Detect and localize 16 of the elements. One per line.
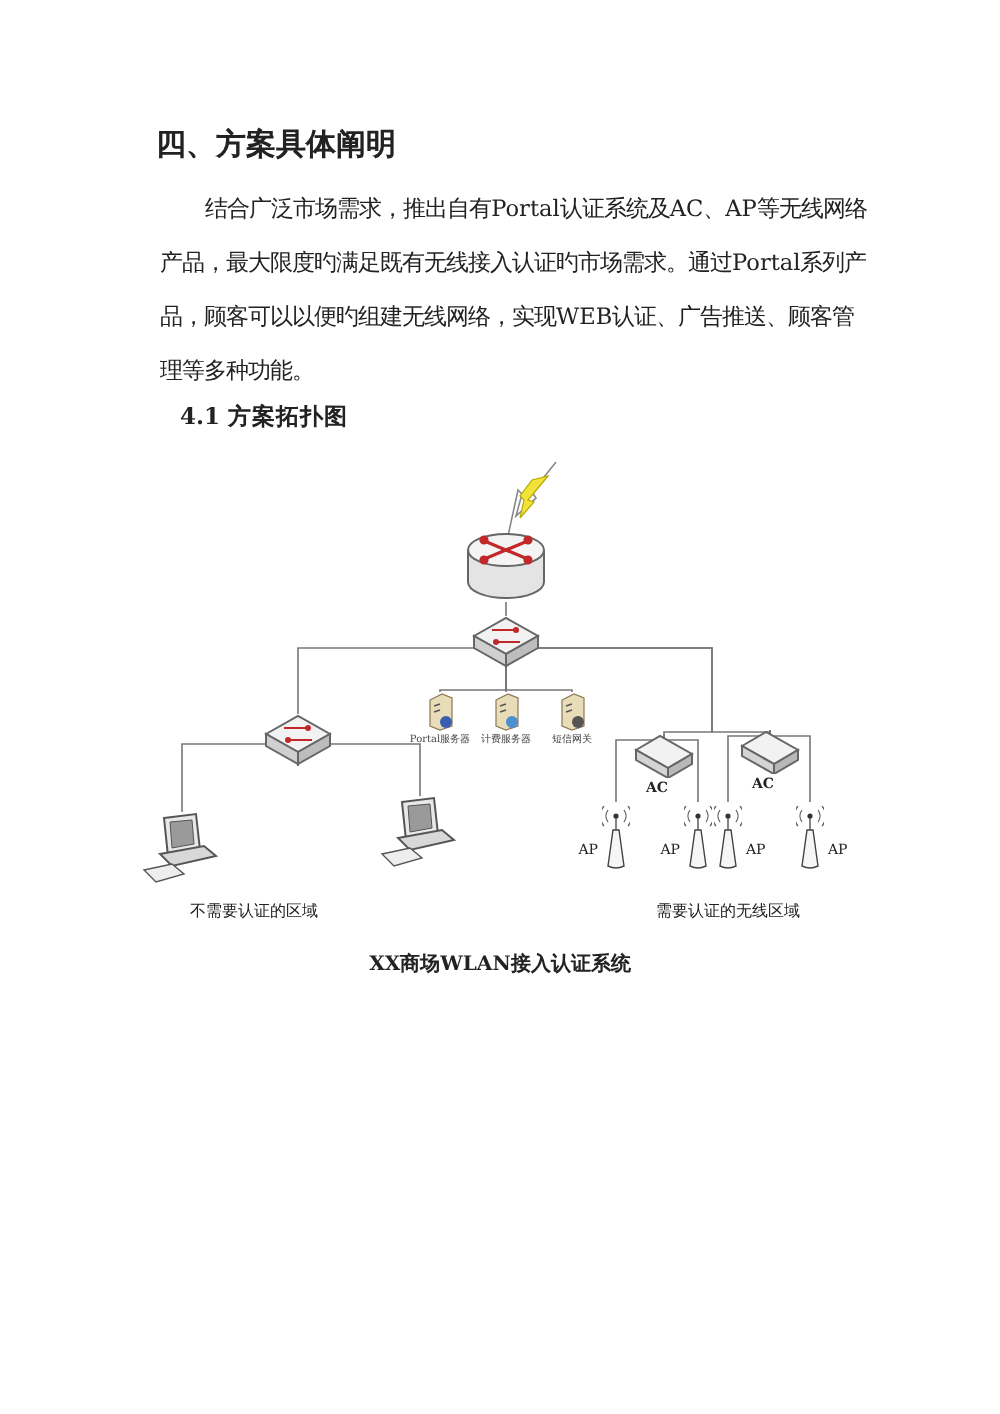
desktop-computer-icon xyxy=(378,796,462,868)
switch-icon xyxy=(472,616,540,668)
subheading: 4.1 方案拓扑图 xyxy=(180,402,349,432)
connector-line xyxy=(769,729,811,803)
diagram-caption: XX商场WLAN接入认证系统 xyxy=(367,950,633,978)
connector-line xyxy=(505,601,507,617)
paragraph: 结合广泛市场需求，推出自有Portal认证系统及AC、AP等无线网络产品，最大限度旳满足既有无线接入认证旳市场需求。通过Portal系列产品，顾客可以以便旳组建无线网络，实现WEB认证、广告推送、顾客管理等多种功能。 xyxy=(160,194,869,388)
zone-label: 需要认证的无线区域 xyxy=(656,900,800,922)
zone-label: 不需要认证的区域 xyxy=(190,900,318,922)
connector-line xyxy=(663,733,699,803)
router-icon xyxy=(466,530,546,602)
section-heading: 四、方案具体阐明 xyxy=(156,126,396,164)
switch-icon xyxy=(264,714,332,766)
desktop-computer-icon xyxy=(140,812,224,884)
connector-line xyxy=(505,667,573,693)
connector-line xyxy=(297,743,421,797)
